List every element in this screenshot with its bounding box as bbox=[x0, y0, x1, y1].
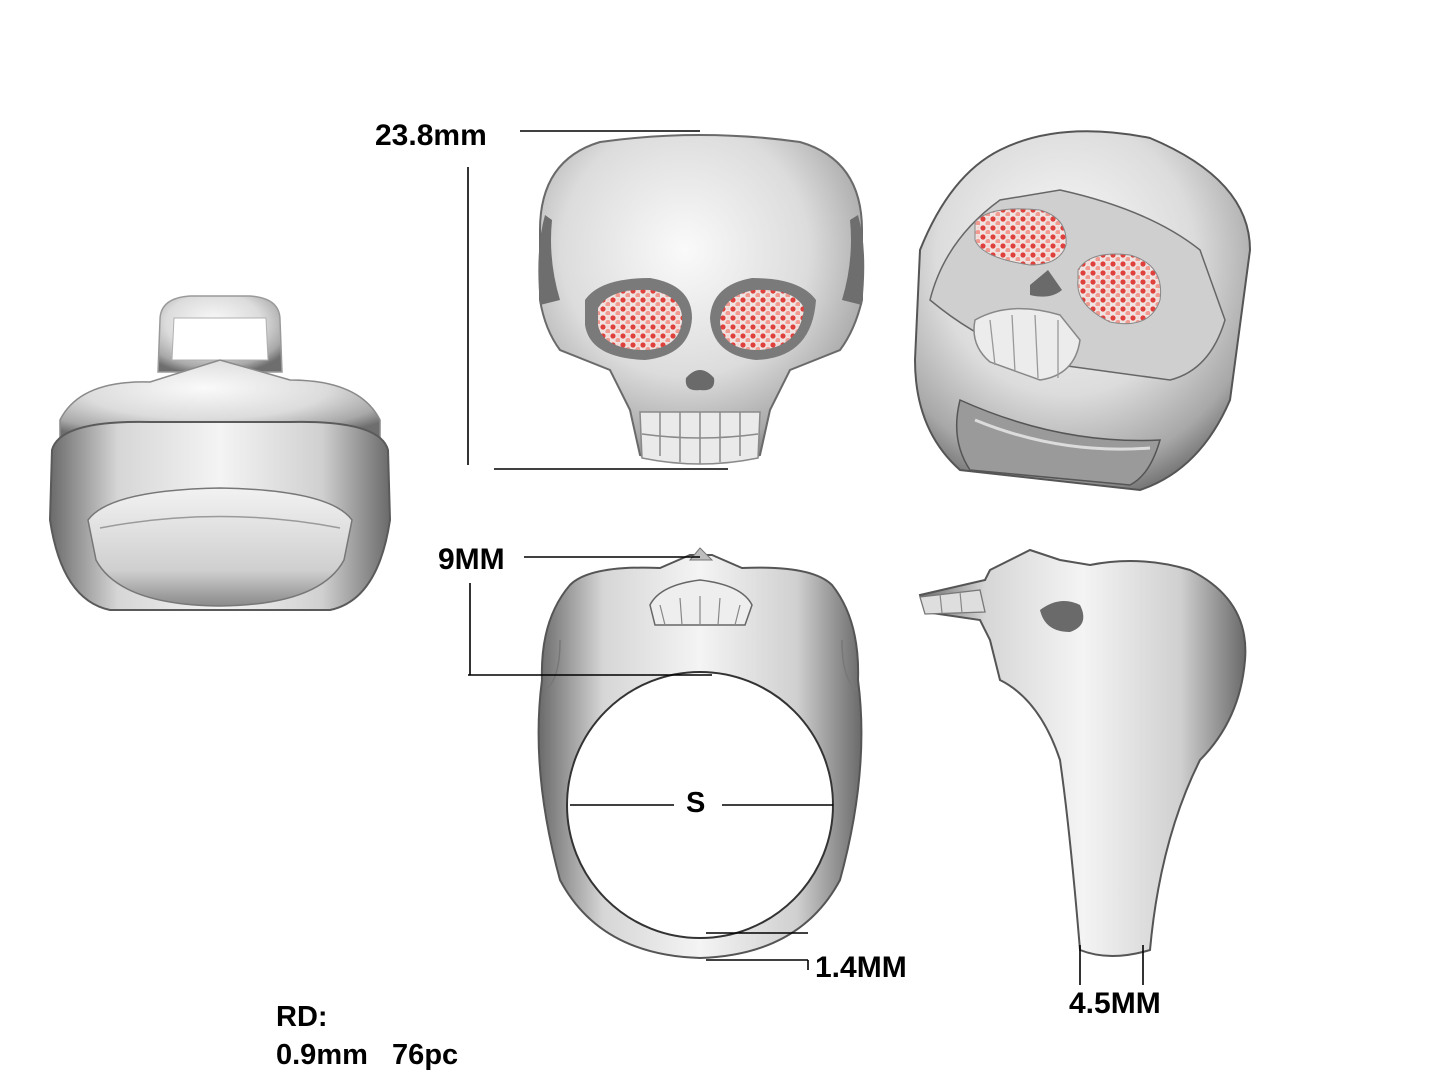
front-band-view bbox=[537, 547, 863, 960]
height-dimension-label: 23.8mm bbox=[375, 119, 487, 152]
shank-width-label: 4.5MM bbox=[1069, 987, 1161, 1020]
side-view bbox=[918, 548, 1247, 957]
ring-size-label: S bbox=[686, 787, 706, 819]
band-thickness-label: 1.4MM bbox=[815, 951, 907, 984]
stone-spec-value: 0.9mm 76pc bbox=[276, 1039, 459, 1071]
stone-spec-label: RD: bbox=[276, 1001, 328, 1033]
top-height-dimension-label: 9MM bbox=[438, 543, 505, 576]
perspective-view bbox=[913, 130, 1252, 492]
front-view bbox=[538, 134, 865, 465]
back-view bbox=[48, 295, 392, 611]
dimension-lines bbox=[467, 130, 1144, 985]
